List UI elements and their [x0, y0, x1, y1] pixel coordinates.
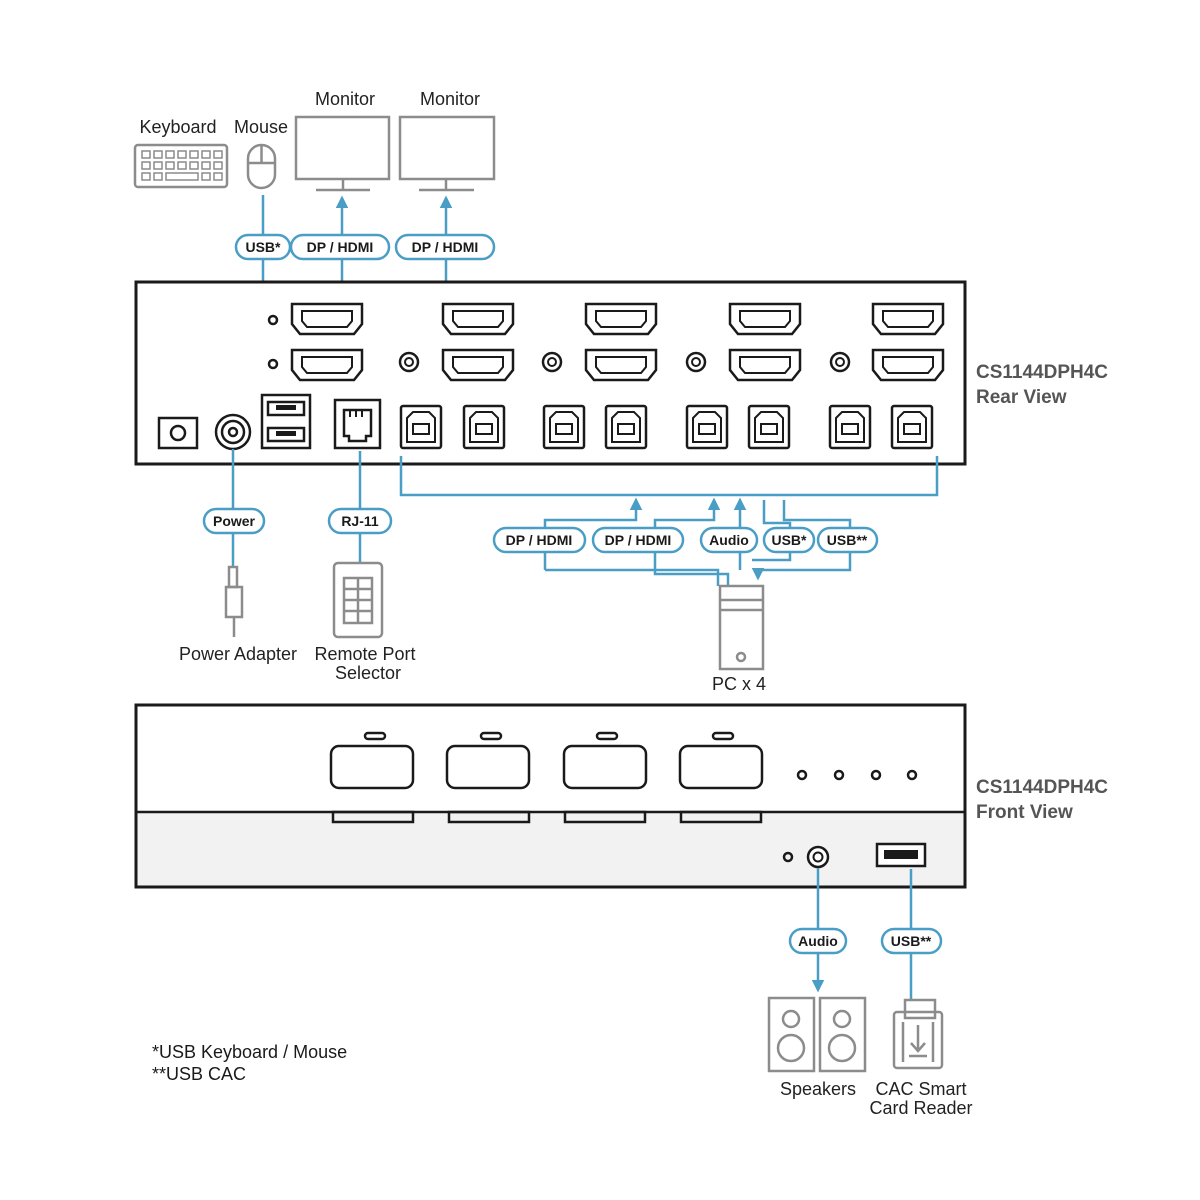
rear-hdmi-port	[584, 348, 658, 382]
monitor-2-label: Monitor	[420, 89, 480, 109]
front-port-button[interactable]	[562, 731, 648, 824]
power-pill: Power	[202, 507, 266, 535]
svg-text:Audio: Audio	[798, 933, 838, 949]
rear-usb-b-port	[685, 404, 729, 450]
rear-usb-b-port	[828, 404, 872, 450]
speakers-icon	[767, 996, 867, 1073]
rear-hdmi-port	[584, 302, 658, 336]
front-audio-jack	[806, 845, 830, 869]
rj11-port-icon	[333, 398, 382, 450]
rear-audio-jack	[685, 351, 707, 373]
front-port-button[interactable]	[678, 731, 764, 824]
rear-view-title: Rear View	[976, 387, 1067, 408]
front-usb-cac-pill: USB**	[880, 927, 943, 955]
rear-hdmi-port	[441, 302, 515, 336]
pc-audio-pill: Audio	[699, 526, 759, 554]
front-led	[796, 769, 808, 781]
rear-hdmi-port	[871, 302, 945, 336]
monitor-2-icon	[398, 115, 496, 192]
pc-dp-hdmi-1-pill: DP / HDMI	[492, 526, 587, 554]
front-panel	[134, 703, 967, 889]
front-led	[833, 769, 845, 781]
power-jack-icon	[157, 416, 199, 450]
mouse-label: Mouse	[234, 117, 288, 137]
dp-hdmi-top-1-pill: DP / HDMI	[289, 233, 391, 261]
usb-top-pill: USB*	[234, 233, 292, 261]
front-audio-pill: Audio	[788, 927, 848, 955]
svg-text:DP / HDMI: DP / HDMI	[506, 532, 573, 548]
pc-label: PC x 4	[712, 674, 766, 694]
rear-usb-a-ports	[260, 393, 312, 450]
rear-usb-b-port	[399, 404, 443, 450]
rear-hdmi-port	[290, 302, 364, 336]
rear-audio-jack	[398, 351, 420, 373]
power-adapter-label: Power Adapter	[179, 644, 297, 664]
remote-port-selector-label-1: Remote Port	[314, 644, 415, 664]
cac-reader-icon	[892, 998, 944, 1070]
cac-label-1: CAC Smart	[875, 1079, 966, 1099]
keyboard-icon	[133, 143, 229, 189]
pc-usb-pill: USB*	[762, 526, 816, 554]
pc-connection-lines	[399, 456, 939, 586]
remote-port-selector-label-2: Selector	[335, 663, 401, 683]
footnote-usb-keyboard-mouse: *USB Keyboard / Mouse	[152, 1042, 347, 1062]
rear-hdmi-port	[441, 348, 515, 382]
rear-hdmi-port	[290, 348, 364, 382]
pc-dp-hdmi-2-pill: DP / HDMI	[591, 526, 685, 554]
keyboard-label: Keyboard	[139, 117, 216, 137]
monitor-1-label: Monitor	[315, 89, 375, 109]
svg-text:DP / HDMI: DP / HDMI	[412, 239, 479, 255]
rear-model-title: CS1144DPH4C	[976, 362, 1108, 383]
rear-usb-b-port	[747, 404, 791, 450]
svg-text:DP / HDMI: DP / HDMI	[307, 239, 374, 255]
rear-panel	[134, 280, 967, 466]
rear-usb-b-port	[542, 404, 586, 450]
speakers-label: Speakers	[780, 1079, 856, 1099]
footnote-usb-cac: **USB CAC	[152, 1064, 246, 1084]
front-port-button[interactable]	[329, 731, 415, 824]
front-model-title: CS1144DPH4C	[976, 777, 1108, 798]
front-led	[870, 769, 882, 781]
rear-usb-b-port	[604, 404, 648, 450]
monitor-1-icon	[294, 115, 391, 192]
svg-text:USB*: USB*	[771, 532, 807, 548]
front-usb-port	[875, 842, 927, 868]
svg-text:Audio: Audio	[709, 532, 749, 548]
cac-label-2: Card Reader	[869, 1098, 972, 1118]
mouse-icon	[246, 143, 277, 190]
rear-hdmi-port	[871, 348, 945, 382]
pc-usb-cac-pill: USB**	[816, 526, 879, 554]
rear-hdmi-port	[728, 302, 802, 336]
rear-usb-b-port	[462, 404, 506, 450]
front-led	[906, 769, 918, 781]
svg-text:RJ-11: RJ-11	[341, 513, 379, 529]
rear-audio-jack	[829, 351, 851, 373]
front-view-title: Front View	[976, 802, 1073, 823]
front-port-button[interactable]	[445, 731, 531, 824]
rj11-pill: RJ-11	[327, 507, 393, 535]
dp-hdmi-top-2-pill: DP / HDMI	[394, 233, 496, 261]
svg-text:USB*: USB*	[245, 239, 281, 255]
rear-hdmi-port	[728, 348, 802, 382]
svg-text:DP / HDMI: DP / HDMI	[605, 532, 672, 548]
rear-usb-b-port	[890, 404, 934, 450]
pc-tower-icon	[718, 584, 765, 671]
svg-text:USB**: USB**	[891, 933, 932, 949]
remote-port-selector-icon	[332, 561, 384, 639]
svg-text:USB**: USB**	[827, 532, 868, 548]
rear-audio-jack	[541, 351, 563, 373]
power-adapter-icon	[224, 565, 244, 637]
svg-text:Power: Power	[213, 513, 256, 529]
